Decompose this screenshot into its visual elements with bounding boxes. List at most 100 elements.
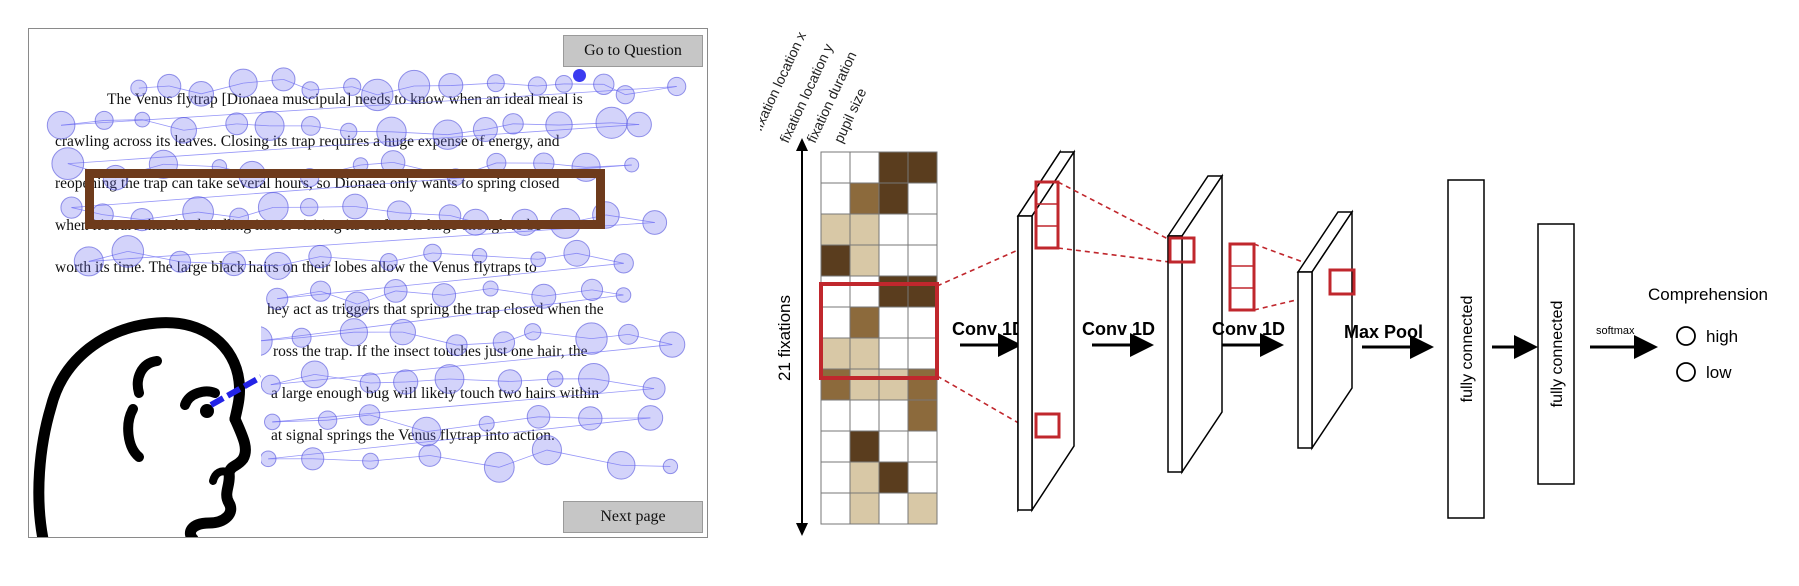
gaze-point-marker (573, 69, 586, 82)
fixation-circle (361, 78, 394, 112)
matrix-cell (849, 306, 880, 339)
saccade-line (138, 85, 170, 89)
matrix-cell (907, 337, 938, 370)
saccade-line (257, 294, 624, 342)
fixation-circle (157, 73, 182, 99)
saccade-line (198, 211, 240, 218)
matrix-cell (878, 368, 909, 401)
saccade-line (495, 82, 538, 87)
matrix-cell (849, 337, 880, 370)
fixation-circle (613, 253, 634, 274)
saccade-line (277, 256, 321, 267)
matrix-cell (820, 182, 851, 215)
text-line-1: The Venus flytrap [Dionaea muscipula] ne… (107, 91, 583, 108)
reader-head-icon (29, 297, 261, 537)
next-page-button[interactable]: Next page (563, 501, 703, 533)
fixation-circle (228, 68, 258, 98)
fixation-circle (595, 106, 628, 139)
saccade-line (268, 417, 651, 460)
matrix-cell (907, 275, 938, 308)
fixation-circle (383, 279, 408, 303)
conv-kernel-highlight (819, 282, 939, 380)
output-option-high-radio (1676, 326, 1696, 346)
saccade-line (543, 162, 587, 168)
saccade-line (233, 263, 278, 267)
fc-layer-1 (1447, 179, 1485, 519)
matrix-cell (820, 275, 851, 308)
fixation-circle (492, 331, 516, 354)
matrix-cell (820, 368, 851, 401)
fixation-circle (188, 81, 214, 107)
fixation-circle (531, 435, 563, 466)
fixation-circle (445, 334, 468, 357)
saccade-line (127, 250, 181, 263)
projection-line (936, 375, 1037, 434)
slab-2-output-cell (1168, 236, 1196, 264)
fixation-circle (580, 278, 604, 301)
saccade-line (377, 85, 415, 96)
matrix-cell (820, 244, 851, 277)
stage-label-maxpool: Max Pool (1344, 322, 1423, 342)
matrix-cell (907, 244, 938, 277)
saccade-line (310, 125, 349, 132)
saccade-line (320, 290, 358, 305)
saccade-line (486, 416, 539, 425)
fixation-circle (531, 283, 557, 309)
fc-label-2: fully connected (1549, 301, 1566, 408)
fixation-circle (308, 244, 332, 269)
output-title: Comprehension (1648, 285, 1768, 304)
saccade-line (485, 123, 514, 130)
saccade-line (611, 122, 640, 125)
matrix-cell (849, 182, 880, 215)
fixation-circle (393, 369, 419, 395)
matrix-cell (907, 492, 938, 525)
saccade-line (183, 123, 237, 131)
text-line-8: a large enough bug will likely touch two… (271, 385, 600, 402)
fc-label-1: fully connected (1459, 296, 1476, 403)
saccade-line (301, 331, 354, 339)
matrix-cell (849, 368, 880, 401)
go-to-question-button[interactable]: Go to Question (563, 35, 703, 67)
fixation-circle (130, 79, 148, 97)
text-line-6: hey act as triggers that spring the trap… (267, 301, 604, 318)
output-option-low-radio (1676, 362, 1696, 382)
matrix-cell (820, 461, 851, 494)
fixation-circle (169, 250, 192, 273)
matrix-cell (907, 213, 938, 246)
matrix-cell (849, 275, 880, 308)
saccade-line (593, 378, 655, 390)
saccade-line (201, 82, 244, 95)
fixation-circle (659, 331, 686, 358)
saccade-line (88, 250, 128, 262)
saccade-line (559, 122, 612, 126)
saccade-line (238, 207, 274, 218)
saccade-line (605, 214, 655, 223)
matrix-cell (878, 151, 909, 184)
saccade-line (370, 381, 406, 384)
matrix-cell (820, 492, 851, 525)
saccade-line (388, 252, 433, 263)
saccade-line (283, 79, 311, 91)
fixation-circle (478, 415, 495, 432)
saccade-line (576, 252, 624, 264)
fixation-circle (431, 283, 457, 308)
matrix-cell (849, 213, 880, 246)
saccade-line (532, 331, 592, 339)
fixation-circle (411, 416, 442, 447)
saccade-line (357, 290, 396, 305)
text-line-7: ross the trap. If the insect touches jus… (273, 343, 588, 360)
saccade-line (102, 214, 143, 221)
matrix-cell (820, 213, 851, 246)
saccade-line (538, 252, 577, 260)
saccade-line (169, 85, 202, 95)
fixation-circle (300, 360, 329, 389)
fixation-circle (301, 447, 325, 471)
saccade-line (369, 414, 427, 432)
matrix-cell (878, 244, 909, 277)
fixation-circle (593, 73, 615, 95)
matrix-cell (878, 306, 909, 339)
matrix-cell (907, 399, 938, 432)
saccade-line (61, 86, 677, 126)
fixation-circle (379, 253, 398, 271)
saccade-line (603, 83, 626, 96)
